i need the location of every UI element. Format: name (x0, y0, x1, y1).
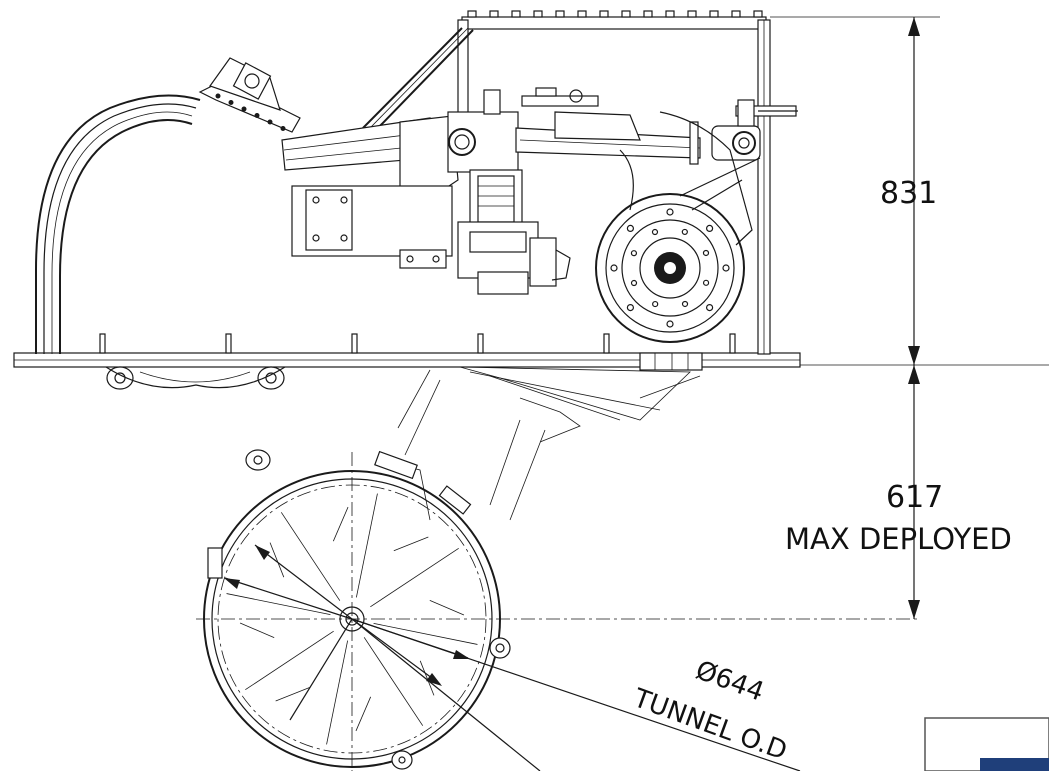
guard-hood (35, 94, 201, 354)
pivot-head (198, 57, 301, 133)
deploy-dimension-value: 617 (886, 480, 943, 515)
top-plate-bolt (643, 10, 653, 18)
top-plate-bolt (709, 10, 719, 18)
toggle-clamp-1 (521, 87, 599, 107)
top-plate-bolt (665, 10, 675, 18)
diameter-description-label: TUNNEL O.D (629, 683, 791, 766)
base-stud (351, 333, 358, 354)
height-dimension-label: 831 (880, 176, 937, 211)
pivot-bolt (215, 93, 221, 99)
top-plate-bolt (489, 10, 499, 18)
disc-tooth-line (332, 506, 349, 542)
toggle-clamp-2 (735, 99, 798, 127)
mount-foot-left (106, 366, 134, 390)
diameter-leader (224, 544, 801, 771)
top-plate-bolt (753, 10, 763, 18)
diameter-value-label: Ø644 (692, 655, 768, 707)
disc-tooth-line (275, 686, 311, 702)
hub-bolt (702, 249, 710, 257)
pivot-bolt (228, 100, 234, 105)
pivot-bolt (241, 106, 247, 112)
base-stud (99, 333, 106, 354)
top-plate-bolt (687, 10, 697, 18)
disc-tooth-line (429, 599, 465, 616)
disc-spoke (355, 493, 378, 598)
base-stud (225, 333, 232, 354)
wheel-bolt (666, 320, 674, 328)
mount-foot-right (257, 366, 285, 390)
mounting-bracket (291, 185, 453, 269)
hub-bolt (681, 228, 688, 236)
pivot-bolt (267, 119, 273, 125)
disc-tooth-line (419, 660, 435, 696)
disc-spoke (370, 547, 459, 608)
top-plate-bolt (621, 10, 631, 18)
cutter-disc (203, 449, 511, 770)
wheel-bolt (626, 303, 635, 312)
disc-spoke (226, 593, 331, 616)
disc-spoke (245, 630, 334, 691)
deploy-dimension-label: MAX DEPLOYED (785, 522, 1012, 556)
top-plate-bolt (467, 10, 477, 18)
top-plate-bolt (533, 10, 543, 18)
pivot-bolt (254, 113, 260, 118)
disc-lug-right (489, 637, 511, 659)
vertical-dimension (770, 16, 1049, 619)
base-stud (729, 333, 736, 354)
disc-lug-bottom (391, 750, 413, 770)
disc-spoke (326, 640, 349, 745)
wheel-bolt (705, 224, 714, 233)
frame (13, 10, 801, 390)
wheel-bolt (610, 264, 618, 272)
drive-wheel (595, 111, 761, 343)
top-plate-bolt (555, 10, 565, 18)
top-plate-bolt (599, 10, 609, 18)
disc-centerlines (196, 452, 920, 771)
base-stud (477, 333, 484, 354)
hub-bolt (630, 279, 638, 287)
disc-tooth-line (269, 542, 285, 578)
base-stud (603, 333, 610, 354)
disc-tooth-line (393, 536, 429, 552)
disc-spoke (373, 622, 478, 645)
wheel-bolt (666, 208, 674, 216)
disc-lug-top-left (245, 449, 271, 471)
hub-bolt (651, 228, 659, 236)
disc-tooth-line (355, 696, 372, 732)
top-plate-bolt (511, 10, 521, 18)
boom-arm (281, 89, 761, 193)
drive-motor (457, 169, 571, 295)
hub-bolt (681, 300, 689, 308)
title-block-corner (924, 717, 1049, 771)
hub-bolt (630, 250, 638, 257)
disc-spoke (363, 637, 424, 726)
wheel-bolt (626, 224, 635, 233)
top-plate-bolt (577, 10, 587, 18)
wheel-bolt (705, 303, 714, 312)
top-plate-bolt (731, 10, 741, 18)
hub-bolt (702, 279, 710, 286)
wheel-bolt (722, 264, 730, 272)
disc-tooth-line (239, 622, 275, 639)
pivot-bolt (280, 126, 286, 131)
deployed-arm-phantom (379, 366, 701, 521)
disc-spoke (280, 512, 341, 601)
hub-bolt (652, 300, 659, 308)
